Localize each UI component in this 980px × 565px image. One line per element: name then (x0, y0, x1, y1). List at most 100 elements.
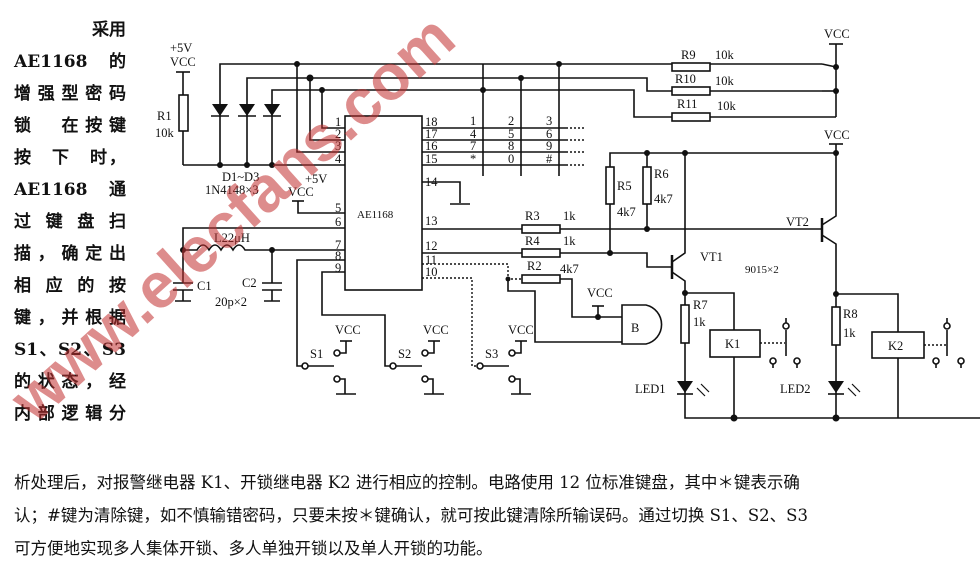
r6-resistor (642, 166, 652, 205)
k1-contact (760, 318, 801, 368)
led2-icon (828, 381, 861, 397)
r6-label: R6 (654, 167, 669, 181)
r6-value: 4k7 (654, 192, 673, 206)
pin-number: 2 (335, 127, 341, 141)
vcc-label: VCC (288, 185, 314, 199)
c1-capacitor (173, 282, 193, 302)
pin-number: 7 (335, 238, 341, 252)
r3-resistor (521, 224, 561, 234)
r2-label: R2 (527, 259, 542, 273)
r8-label: R8 (843, 307, 858, 321)
vcc-label: VCC (423, 323, 449, 337)
r7-label: R7 (693, 298, 708, 312)
text-line: 过键盘扫 (14, 212, 126, 232)
k2-label: K2 (888, 339, 903, 353)
r1-value: 10k (155, 126, 175, 140)
text-line: 的状态，经 (14, 372, 126, 392)
text-line: 析处理后，对报警继电器 K1、开锁继电器 K2 进行相应的控制。电路使用 12 … (14, 473, 800, 492)
vcc-label: VCC (508, 323, 534, 337)
r5-value: 4k7 (617, 205, 636, 219)
text-line: S1、S2、S3 (14, 340, 126, 360)
text-line: 采用 (92, 20, 126, 40)
r9-label: R9 (681, 48, 696, 62)
pin-number: 3 (335, 139, 341, 153)
c2-label: C2 (242, 276, 257, 290)
vt2-label: VT2 (786, 215, 809, 229)
key-label: # (546, 152, 553, 166)
r3-label: R3 (525, 209, 540, 223)
r9-value: 10k (715, 48, 735, 62)
vcc-label: VCC (335, 323, 361, 337)
supply-label: +5V (305, 172, 327, 186)
left-pin-numbers: 1 2 3 4 5 6 7 8 9 (335, 115, 342, 275)
switch-s1[interactable] (301, 340, 356, 395)
key-label: 5 (508, 127, 514, 141)
r11-value: 10k (717, 99, 737, 113)
c1-label: C1 (197, 279, 212, 293)
supply-label: +5V (170, 41, 192, 55)
text-line: 描，确定出 (14, 244, 126, 264)
vt1-transistor (670, 153, 686, 293)
key-label: 3 (546, 114, 552, 128)
inductor-label: L22μH (214, 231, 250, 245)
c2-capacitor (262, 250, 282, 302)
pin-number: 8 (335, 249, 341, 263)
text-line: 认；#键为清除键，如不慎输错密码，只要未按＊键确认，就可按此键清除所输误码。通过… (14, 506, 808, 525)
vt1-label: VT1 (700, 250, 723, 264)
key-label: 7 (470, 139, 476, 153)
pin-number: 6 (335, 215, 341, 229)
r1-resistor (176, 71, 190, 165)
pin-number: 16 (425, 139, 438, 153)
key-label: 1 (470, 114, 476, 128)
pin-number: 9 (335, 261, 341, 275)
text-line: 可方便地实现多人集体开锁、多人单独开锁以及单人开锁的功能。 (14, 539, 493, 558)
caps-value: 20p×2 (215, 295, 247, 309)
led1-icon (677, 381, 710, 397)
key-label: 0 (508, 152, 514, 166)
r7-resistor (680, 304, 690, 344)
led2-label: LED2 (780, 382, 811, 396)
s2-label: S2 (398, 347, 411, 361)
led1-label: LED1 (635, 382, 666, 396)
r11-label: R11 (677, 97, 697, 111)
k1-label: K1 (725, 337, 740, 351)
r8-resistor (831, 306, 841, 346)
r11-resistor (671, 112, 711, 122)
pin-number: 15 (425, 152, 438, 166)
text-line: AE1168 的 (14, 52, 126, 72)
r9-resistor (671, 62, 711, 72)
pin-number: 18 (425, 115, 438, 129)
pin-number: 4 (335, 152, 342, 166)
r4-resistor (521, 248, 561, 258)
body-paragraph: 析处理后，对报警继电器 K1、开锁继电器 K2 进行相应的控制。电路使用 12 … (14, 466, 970, 565)
key-label: 2 (508, 114, 514, 128)
r2-value: 4k7 (560, 262, 579, 276)
r5-label: R5 (617, 179, 632, 193)
r10-label: R10 (675, 72, 696, 86)
switch-s2[interactable] (389, 340, 444, 395)
vcc-label: VCC (824, 128, 850, 142)
vcc-label: VCC (587, 286, 613, 300)
key-label: 8 (508, 139, 514, 153)
pin-number: 1 (335, 115, 341, 129)
key-label: 6 (546, 127, 552, 141)
text-line: 按 下 时， (14, 148, 126, 168)
text-line: 键，并根据 (14, 308, 126, 328)
r8-value: 1k (843, 326, 856, 340)
key-label: 9 (546, 139, 552, 153)
buzzer-label: B (631, 321, 639, 335)
r3-value: 1k (563, 209, 576, 223)
pin-number: 10 (425, 265, 438, 279)
vt2-transistor (820, 153, 837, 294)
switch-s3[interactable] (476, 340, 531, 395)
text-line: 内部逻辑分 (14, 404, 126, 424)
vcc-label: VCC (824, 27, 850, 41)
key-label: * (470, 152, 476, 166)
r4-label: R4 (525, 234, 540, 248)
keypad-matrix (422, 61, 585, 176)
intro-text-column: 采用 AE1168 的 增强型密码 锁 在按键 按 下 时， AE1168 通 … (14, 14, 126, 430)
diodes-value: 1N4148×3 (205, 183, 259, 197)
pin-number: 13 (425, 214, 438, 228)
r1-label: R1 (157, 109, 172, 123)
